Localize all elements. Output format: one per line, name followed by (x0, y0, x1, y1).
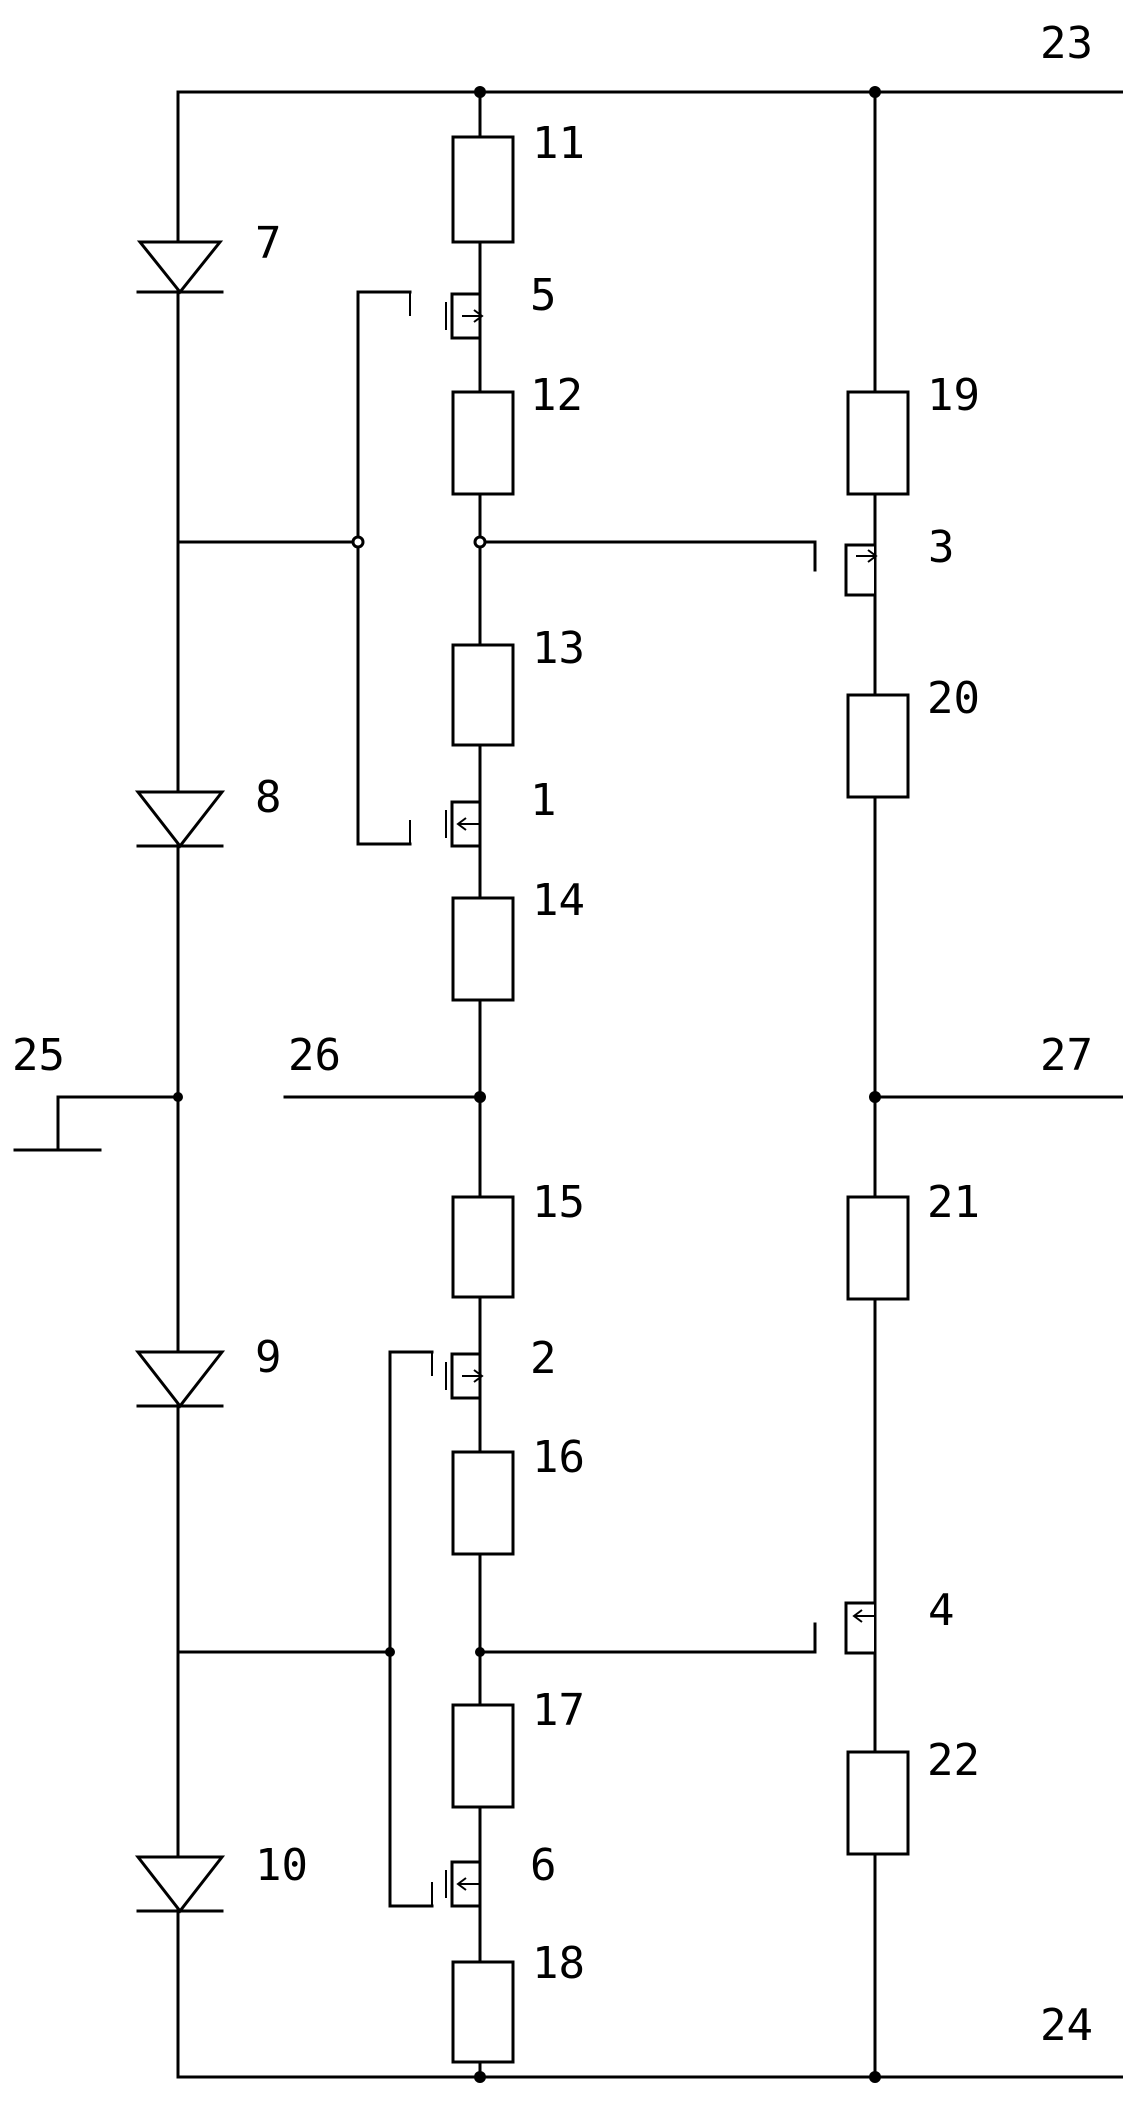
label-8: 8 (255, 772, 282, 823)
resistor-22 (848, 1752, 908, 1854)
resistor-16 (453, 1452, 513, 1554)
label-16: 16 (532, 1432, 585, 1483)
lower-gate-bracket (178, 1352, 432, 1906)
label-24: 24 (1040, 2000, 1093, 2051)
resistor-20 (848, 695, 908, 797)
label-18: 18 (532, 1938, 585, 1989)
resistor-18 (453, 1962, 513, 2062)
label-6: 6 (530, 1840, 557, 1891)
label-26: 26 (288, 1030, 341, 1081)
label-20: 20 (927, 673, 980, 724)
transistor-3 (480, 530, 876, 610)
resistor-14 (453, 898, 513, 1000)
label-3: 3 (928, 522, 955, 573)
transistor-5 (446, 280, 482, 350)
transistor-4 (480, 1590, 875, 1666)
resistor-17 (453, 1705, 513, 1807)
transistor-6 (446, 1850, 480, 1918)
junction-dots (173, 86, 881, 2083)
diode-10 (138, 1857, 222, 1911)
diode-7 (138, 242, 222, 292)
label-10: 10 (255, 1840, 308, 1891)
label-25: 25 (12, 1030, 65, 1081)
label-27: 27 (1040, 1030, 1093, 1081)
label-1: 1 (530, 775, 557, 826)
label-17: 17 (532, 1685, 585, 1736)
label-5: 5 (530, 270, 557, 321)
label-19: 19 (927, 370, 980, 421)
ground-terminal (15, 1097, 178, 1150)
resistor-21 (848, 1197, 908, 1299)
label-7: 7 (255, 218, 282, 269)
diode-9 (138, 1352, 222, 1406)
label-22: 22 (927, 1735, 980, 1786)
label-21: 21 (927, 1177, 980, 1228)
resistor-13 (453, 645, 513, 745)
label-4: 4 (928, 1585, 955, 1636)
resistor-19 (848, 392, 908, 494)
resistor-11 (453, 137, 513, 242)
label-11: 11 (532, 118, 585, 169)
transistor-2 (446, 1342, 482, 1410)
label-14: 14 (532, 875, 585, 926)
label-9: 9 (255, 1332, 282, 1383)
label-2: 2 (530, 1333, 557, 1384)
resistor-12 (453, 392, 513, 494)
diode-column (138, 92, 222, 2077)
label-13: 13 (532, 623, 585, 674)
label-15: 15 (532, 1177, 585, 1228)
label-23: 23 (1040, 18, 1093, 69)
transistor-1 (446, 790, 480, 858)
upper-gate-bracket (178, 292, 410, 844)
resistor-15 (453, 1197, 513, 1297)
diode-8 (138, 792, 222, 846)
label-12: 12 (530, 370, 583, 421)
